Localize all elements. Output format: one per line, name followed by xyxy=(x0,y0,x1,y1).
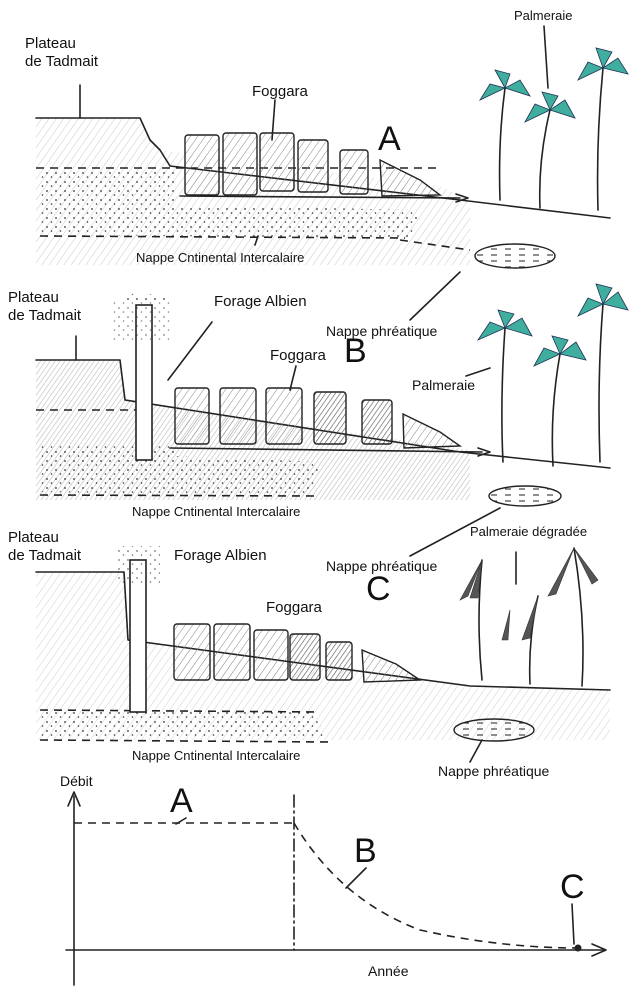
palm-grove-a xyxy=(480,48,628,210)
graph-label-b: B xyxy=(354,832,377,870)
plateau-label-a-line1: Plateau xyxy=(25,35,76,52)
forage-label-c: Forage Albien xyxy=(174,547,267,564)
plateau-label-a-line2: de Tadmait xyxy=(25,53,99,70)
foggara-wells-a xyxy=(180,133,468,202)
plateau-label-b-line1: Plateau xyxy=(8,289,59,306)
y-axis-label: Débit xyxy=(60,773,93,789)
x-axis-label: Année xyxy=(368,963,409,979)
graph-label-a: A xyxy=(170,782,193,820)
aquifer-label-c: Nappe Cntinental Intercalaire xyxy=(132,748,300,763)
water-table-label-a: Nappe phréatique xyxy=(326,323,438,339)
plateau-label-c-line1: Plateau xyxy=(8,529,59,546)
point-c xyxy=(575,945,582,952)
aquifer-label-b: Nappe Cntinental Intercalaire xyxy=(132,504,300,519)
panel-letter-c: C xyxy=(366,570,391,608)
flow-graph: Débit Année A B C xyxy=(60,773,606,985)
water-table-label-c: Nappe phréatique xyxy=(438,763,550,779)
water-table-c xyxy=(454,719,534,741)
graph-label-c: C xyxy=(560,868,585,906)
foggara-label-b: Foggara xyxy=(270,347,327,364)
plateau-label-b-line2: de Tadmait xyxy=(8,307,82,324)
palmeraie-label-a: Palmeraie xyxy=(514,8,573,23)
foggara-label-c: Foggara xyxy=(266,599,323,616)
degraded-palm-grove-c xyxy=(460,548,598,686)
palmeraie-label-b: Palmeraie xyxy=(412,377,475,393)
plateau-label-c-line2: de Tadmait xyxy=(8,547,82,564)
water-table-label-b: Nappe phréatique xyxy=(326,558,438,574)
palmeraie-label-c: Palmeraie dégradée xyxy=(470,524,587,539)
panel-letter-a: A xyxy=(378,120,401,158)
forage-label-b: Forage Albien xyxy=(214,293,307,310)
water-table-a xyxy=(475,244,555,268)
palm-grove-b xyxy=(478,284,628,466)
panel-c: Plateau de Tadmait Forage Albien Foggara… xyxy=(8,508,610,779)
panel-a: Plateau de Tadmait Foggara A Palmeraie N… xyxy=(25,8,628,268)
flow-line-b xyxy=(294,823,580,948)
panel-b: Plateau de Tadmait Forage Albien Foggara… xyxy=(8,272,628,519)
aquifer-label-a: Nappe Cntinental Intercalaire xyxy=(136,250,304,265)
water-table-b xyxy=(489,486,561,506)
continental-aquifer-c xyxy=(40,710,330,742)
foggara-label-a: Foggara xyxy=(252,83,309,100)
